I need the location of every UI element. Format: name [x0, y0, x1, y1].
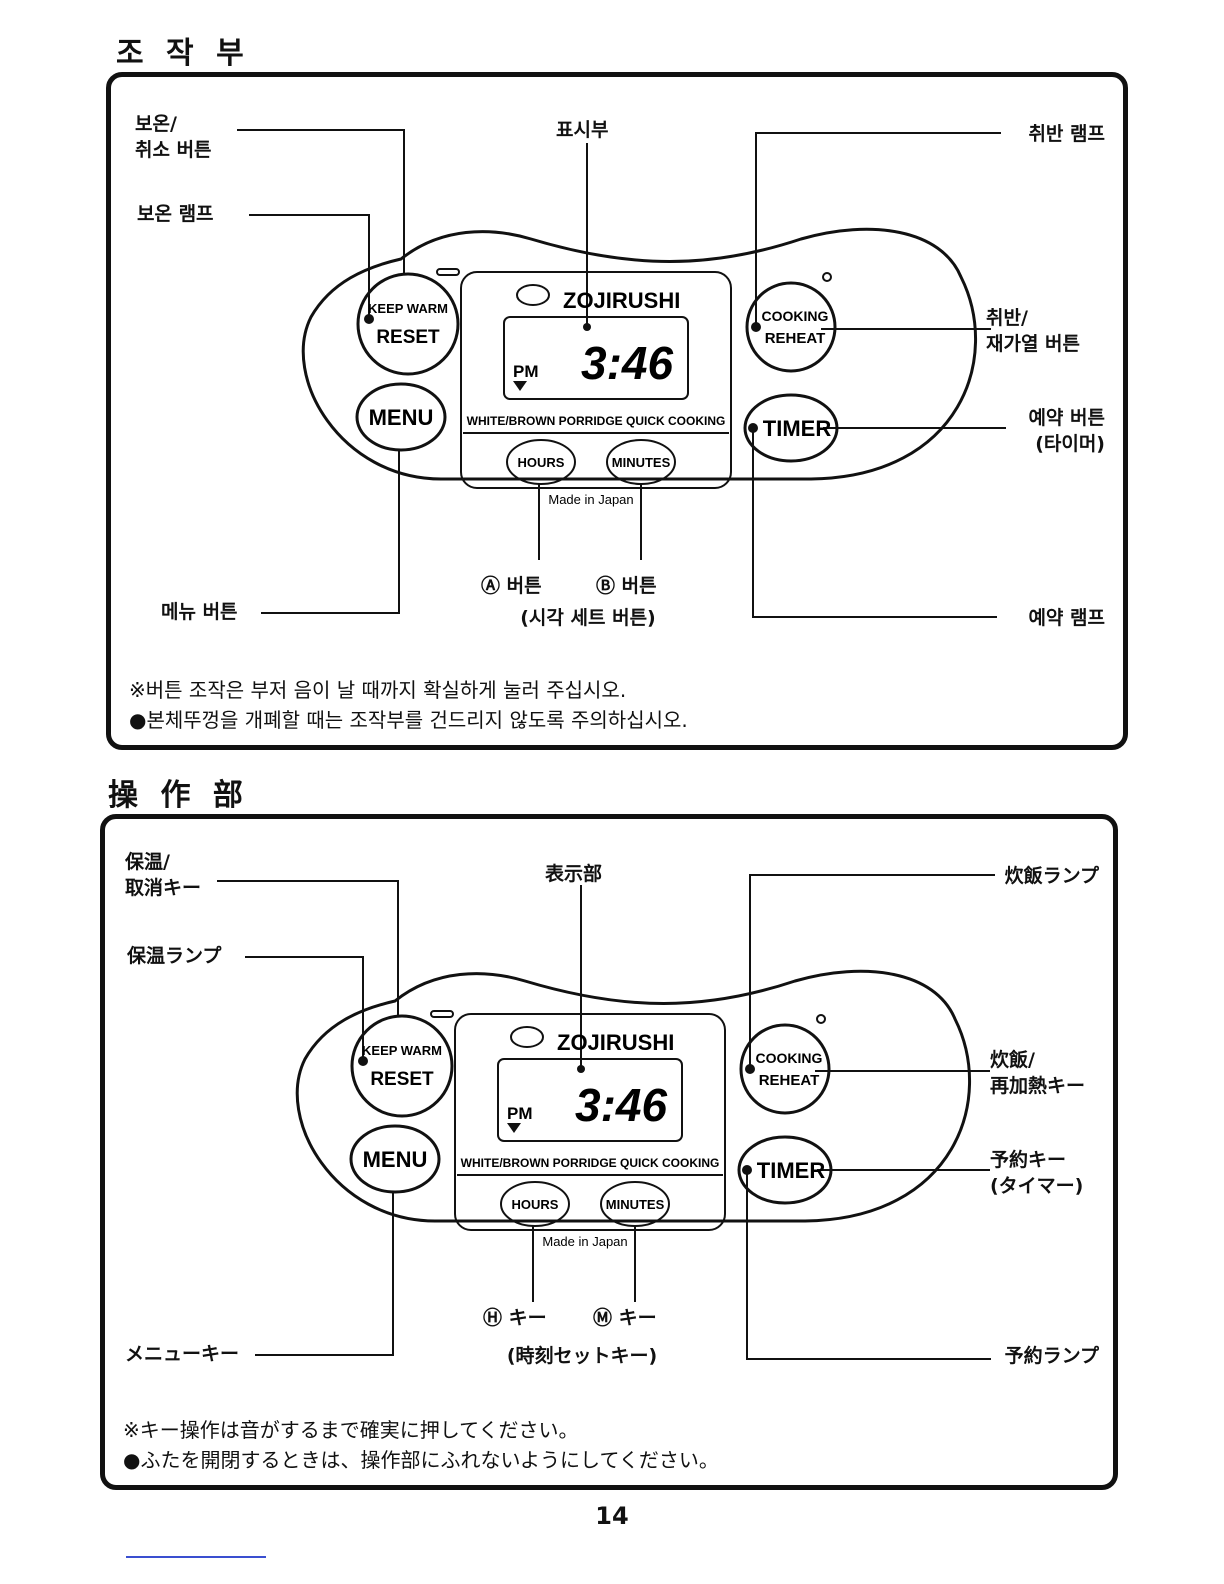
label-cooking-lamp: 炊飯ランプ [1004, 865, 1099, 887]
timer-button-label: TIMER [763, 416, 832, 441]
label-keep-warm-key: 보온/ 취소 버튼 [135, 113, 212, 161]
reheat-button-label: REHEAT [765, 330, 826, 347]
hours-button-label: HOURS [512, 1197, 559, 1212]
lcd-pm-indicator: PM [513, 362, 539, 381]
page-number: 14 [595, 1502, 629, 1530]
control-panel-diagram-ko: ZOJIRUSHI KEEP WARM RESET MENU COOKING R… [237, 129, 1006, 618]
label-timer-key: 예약 버튼 (타이머) [1028, 407, 1105, 455]
made-in-japan-label: Made in Japan [548, 492, 633, 507]
label-timer-lamp: 예약 램프 [1028, 607, 1105, 629]
minutes-button-label: MINUTES [612, 455, 671, 470]
label-cooking-lamp: 취반 램프 [1028, 123, 1105, 145]
control-panel-figure-ja: ZOJIRUSHI KEEP WARM RESET MENU COOKING R… [100, 814, 1118, 1490]
label-keep-warm-lamp: 保温ランプ [127, 945, 222, 967]
label-keep-warm-lamp: 보온 램프 [137, 203, 214, 225]
timer-button-label: TIMER [757, 1158, 826, 1183]
hours-button-label: HOURS [518, 455, 565, 470]
control-panel-figure-ko: ZOJIRUSHI KEEP WARM RESET MENU COOKING R… [106, 72, 1128, 750]
lcd-time-readout: 3:46 [575, 1079, 667, 1131]
label-cooking-key: 炊飯/ 再加熱キー [990, 1049, 1086, 1097]
note-button-press: ※버튼 조작은 부저 음이 날 때까지 확실하게 눌러 주십시오. [129, 678, 627, 702]
label-hour-key: Ⓐ 버튼 [481, 575, 542, 597]
label-menu-key: メニューキー [125, 1343, 240, 1365]
menu-button-label: MENU [363, 1147, 428, 1172]
made-in-japan-label: Made in Japan [542, 1234, 627, 1249]
label-hour-key: Ⓗ キー [483, 1307, 547, 1329]
footer-rule [126, 1556, 266, 1558]
reset-button-label: RESET [376, 327, 440, 348]
label-display: 表示部 [545, 863, 603, 885]
keep-warm-button-top-label: KEEP WARM [368, 301, 448, 316]
label-display: 표시부 [556, 119, 609, 141]
label-keep-warm-key: 保温/ 取消キー [125, 851, 202, 899]
label-timer-lamp: 予約ランプ [1004, 1345, 1099, 1367]
label-time-set: (時刻セットキー) [506, 1345, 658, 1367]
brand-logo: ZOJIRUSHI [557, 1030, 674, 1055]
menu-button-label: MENU [369, 405, 434, 430]
menu-strip-label: WHITE/BROWN PORRIDGE QUICK COOKING [467, 414, 726, 428]
label-minute-key: Ⓜ キー [593, 1307, 657, 1329]
label-menu-key: 메뉴 버튼 [161, 601, 238, 623]
brand-logo: ZOJIRUSHI [563, 288, 680, 313]
label-cooking-key: 취반/ 재가열 버튼 [986, 307, 1081, 355]
label-minute-key: Ⓑ 버튼 [596, 575, 657, 597]
note-key-press: ※キー操作は音がするまで確実に押してください。 [123, 1418, 579, 1442]
keep-warm-button-top-label: KEEP WARM [362, 1043, 442, 1058]
label-timer-key: 予約キー (タイマー) [990, 1149, 1084, 1197]
reset-button-label: RESET [370, 1069, 434, 1090]
control-panel-diagram-ja: ZOJIRUSHI KEEP WARM RESET MENU COOKING R… [217, 874, 995, 1360]
section-title-ja: 操 作 部 [108, 778, 249, 813]
lcd-pm-indicator: PM [507, 1104, 533, 1123]
note-lid-caution: ●본체뚜껑을 개폐할 때는 조작부를 건드리지 않도록 주의하십시오. [129, 708, 688, 732]
label-time-set: (시각 세트 버튼) [520, 607, 656, 629]
lcd-time-readout: 3:46 [581, 337, 673, 389]
cooking-button-top-label: COOKING [756, 1050, 823, 1066]
note-lid-caution: ●ふたを開閉するときは、操作部にふれないようにしてください。 [123, 1448, 719, 1472]
reheat-button-label: REHEAT [759, 1072, 820, 1089]
cooking-button-top-label: COOKING [762, 308, 829, 324]
section-title-ko: 조 작 부 [116, 36, 250, 71]
menu-strip-label: WHITE/BROWN PORRIDGE QUICK COOKING [461, 1156, 720, 1170]
minutes-button-label: MINUTES [606, 1197, 665, 1212]
